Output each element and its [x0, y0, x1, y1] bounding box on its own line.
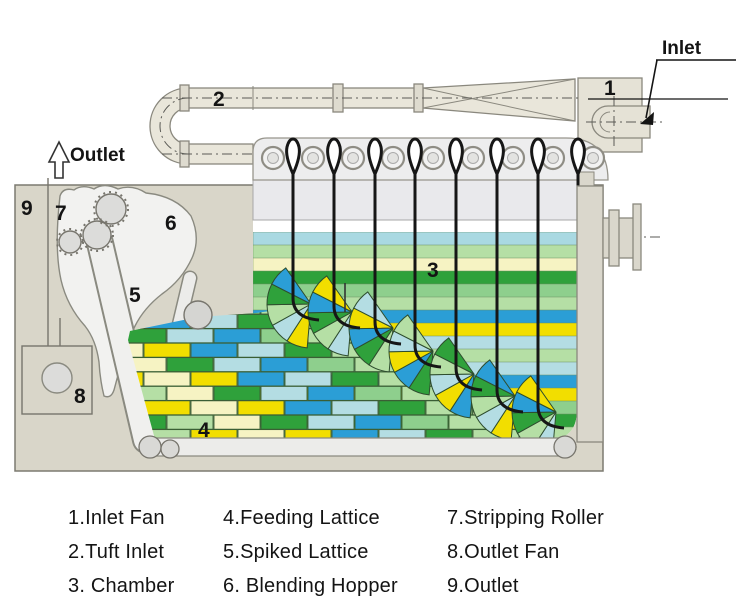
- outlet-duct: [47, 178, 61, 346]
- legend-column-1: 1.Inlet Fan 2.Tuft Inlet 3. Chamber: [68, 501, 175, 603]
- legend-item: 6. Blending Hopper: [223, 575, 398, 597]
- inlet-fan: [577, 77, 651, 153]
- part-label-6: 6: [165, 212, 177, 235]
- part-labels: 1 2 3 4 5 6 7 8 9: [21, 77, 616, 442]
- stripping-rollers: [56, 191, 129, 256]
- legend-item: 1.Inlet Fan: [68, 507, 165, 529]
- outlet-label: Outlet: [70, 145, 126, 166]
- legend-item: 3. Chamber: [68, 575, 175, 597]
- outlet-fan: [21, 345, 93, 415]
- part-label-2: 2: [213, 88, 225, 111]
- legend-column-3: 7.Stripping Roller 8.Outlet Fan 9.Outlet: [447, 501, 604, 603]
- pile-roller: [183, 300, 213, 330]
- part-label-9: 9: [21, 197, 33, 220]
- part-label-3: 3: [427, 259, 439, 282]
- inlet-label: Inlet: [662, 38, 702, 59]
- legend-item: 5.Spiked Lattice: [223, 541, 369, 563]
- legend-item: 9.Outlet: [447, 575, 519, 597]
- legend-item: 4.Feeding Lattice: [223, 507, 380, 529]
- inlet-arrow-icon: [640, 112, 654, 125]
- outlet-arrow-icon: [47, 140, 71, 179]
- curtain-loops: [285, 137, 586, 178]
- legend-item: 2.Tuft Inlet: [68, 541, 165, 563]
- part-label-4: 4: [198, 419, 210, 442]
- legend-item: 7.Stripping Roller: [447, 507, 605, 529]
- machine-drawing: Inlet Outlet 1 2 3 4 5 6 7 8 9: [14, 38, 736, 472]
- legend-column-2: 4.Feeding Lattice 5.Spiked Lattice 6. Bl…: [223, 501, 398, 603]
- feeding-lattice: [138, 435, 577, 459]
- right-wall-nozzle: [576, 185, 642, 443]
- part-label-8: 8: [74, 385, 86, 408]
- part-label-5: 5: [129, 284, 141, 307]
- part-label-7: 7: [55, 202, 67, 225]
- chamber-top-cap: [252, 137, 609, 189]
- cap-rollers: [260, 145, 606, 171]
- legend-item: 8.Outlet Fan: [447, 541, 560, 563]
- inlet-annotation: Inlet: [588, 38, 736, 125]
- part-label-1: 1: [604, 77, 616, 100]
- outlet-annotation: Outlet: [47, 140, 126, 179]
